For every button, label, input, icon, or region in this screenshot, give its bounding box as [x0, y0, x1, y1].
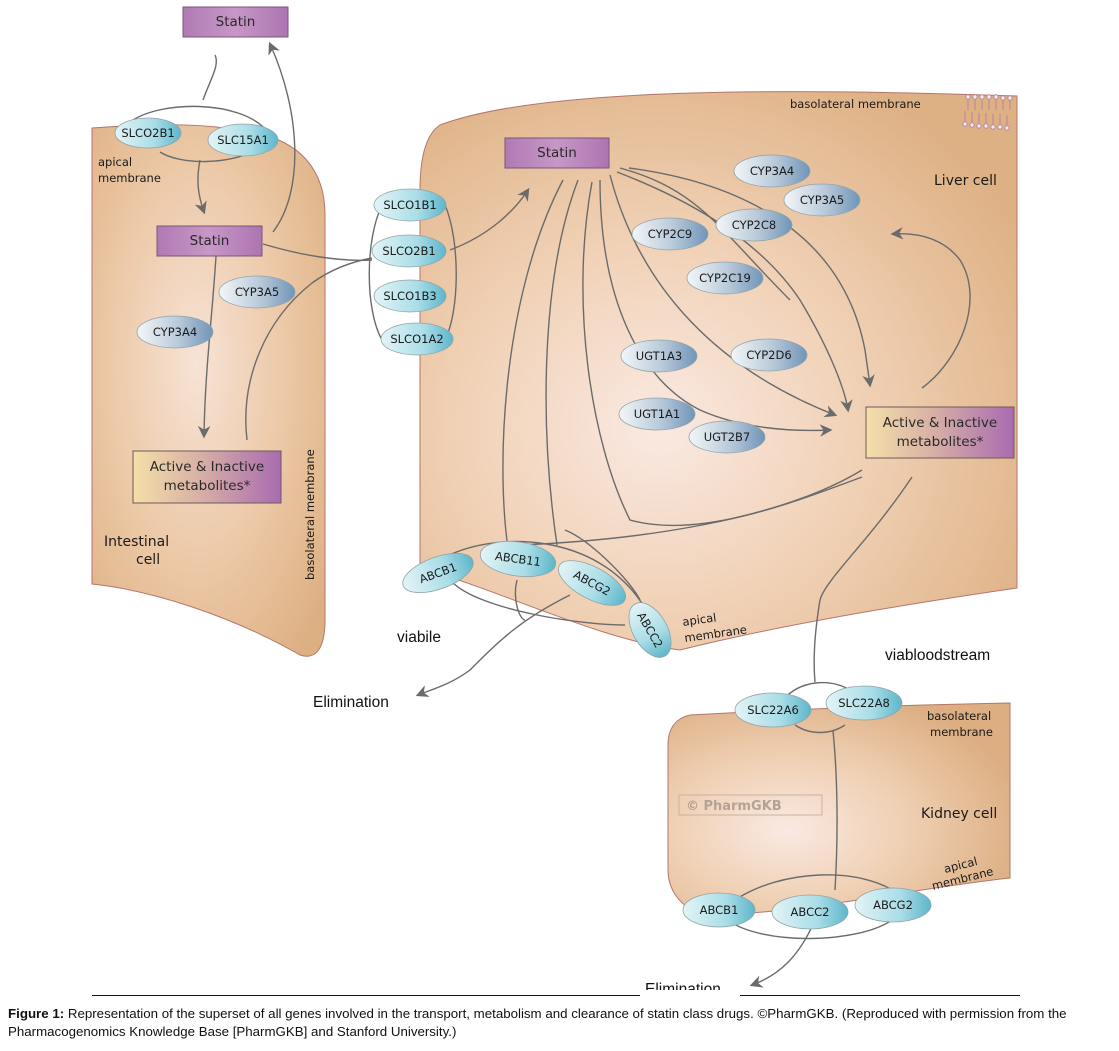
- metabolites-intestine-line2: metabolites*: [164, 478, 251, 494]
- statin-pathway-diagram: Statin Statin Statin Active & Inactive m…: [91, 6, 1018, 990]
- gene-label: SLC22A6: [747, 703, 799, 717]
- gene-label: CYP3A5: [800, 193, 844, 207]
- statin-box-top-label: Statin: [216, 14, 256, 30]
- gene-oval: SLCO1B3: [373, 279, 447, 313]
- gene-oval: SLCO2B1: [114, 117, 182, 149]
- statin-box-intestine: Statin: [156, 225, 263, 257]
- kidney-basolateral-label-1: basolateral: [927, 709, 991, 723]
- gene-oval: UGT1A1: [618, 397, 696, 431]
- gene-oval: CYP3A5: [218, 275, 296, 309]
- metabolites-box-intestine: Active & Inactive metabolites*: [132, 450, 282, 504]
- gene-oval: ABCG2: [558, 560, 626, 606]
- elimination-kidney-label: Elimination: [645, 981, 721, 990]
- gene-oval: UGT1A3: [620, 339, 698, 373]
- gene-oval: CYP2C8: [715, 208, 793, 242]
- gene-label: CYP2C19: [699, 271, 751, 285]
- gene-oval: SLC22A8: [825, 685, 903, 721]
- gene-label: CYP2C8: [732, 218, 776, 232]
- gene-oval: CYP3A4: [136, 315, 214, 349]
- gene-oval: SLC15A1: [207, 123, 279, 157]
- lipid-bilayer-icon: [962, 94, 1013, 131]
- statin-box-intestine-label: Statin: [190, 233, 230, 249]
- gene-label: SLCO1A2: [390, 332, 443, 346]
- gene-oval: ABCC2: [628, 602, 672, 658]
- gene-oval: SLCO2B1: [371, 234, 447, 268]
- gene-oval: SLC22A6: [734, 692, 812, 728]
- metabolites-liver-line2: metabolites*: [897, 434, 984, 450]
- caption-text: Representation of the superset of all ge…: [8, 1006, 1067, 1039]
- gene-oval: ABCB11: [479, 540, 557, 578]
- gene-oval: SLCO1B1: [373, 188, 447, 222]
- gene-label: ABCG2: [873, 898, 913, 912]
- intestinal-cell: [91, 124, 326, 657]
- figure-caption: Figure 1: Representation of the superset…: [8, 1005, 1108, 1041]
- liver-cell-label: Liver cell: [934, 173, 997, 189]
- watermark-text: © PharmGKB: [686, 799, 782, 814]
- metabolites-liver-line1: Active & Inactive: [883, 415, 997, 431]
- intestine-apical-label-1: apical: [98, 155, 132, 169]
- gene-oval: CYP2D6: [730, 338, 808, 372]
- gene-label: SLC22A8: [838, 696, 890, 710]
- gene-label: UGT2B7: [704, 430, 750, 444]
- liver-basolateral-label: basolateral membrane: [790, 97, 921, 111]
- gene-oval: SLCO1A2: [380, 322, 454, 356]
- via-bloodstream-label: viabloodstream: [885, 647, 990, 664]
- caption-rule-right: [740, 995, 1020, 996]
- gene-oval: ABCB1: [402, 552, 474, 594]
- caption-label: Figure 1:: [8, 1006, 65, 1021]
- gene-label: SLCO1B3: [383, 289, 436, 303]
- intestine-basolateral-label: basolateral membrane: [303, 449, 317, 580]
- liver-apical-label-1: apical: [681, 610, 717, 629]
- gene-label: CYP2D6: [746, 348, 791, 362]
- statin-box-liver-label: Statin: [537, 145, 577, 161]
- gene-label: SLC15A1: [217, 133, 269, 147]
- kidney-cell-label: Kidney cell: [921, 806, 997, 822]
- metabolites-intestine-line1: Active & Inactive: [150, 459, 264, 475]
- gene-label: UGT1A1: [634, 407, 680, 421]
- gene-label: SLCO2B1: [121, 126, 174, 140]
- gene-label: CYP3A4: [750, 164, 794, 178]
- via-bile-label: viabile: [397, 629, 441, 646]
- statin-box-liver: Statin: [504, 137, 610, 169]
- intestine-apical-label-2: membrane: [98, 171, 161, 185]
- intestine-cell-label-1: Intestinal: [104, 534, 169, 550]
- gene-oval: ABCG2: [854, 887, 932, 923]
- gene-label: UGT1A3: [636, 349, 682, 363]
- gene-oval: CYP3A4: [733, 154, 811, 188]
- connectors: [129, 41, 971, 988]
- metabolites-box-liver: Active & Inactive metabolites*: [865, 406, 1015, 459]
- gene-label: ABCB11: [494, 549, 542, 569]
- gene-label: ABCC2: [791, 905, 830, 919]
- kidney-basolateral-label-2: membrane: [930, 725, 993, 739]
- gene-oval: CYP3A5: [783, 183, 861, 217]
- intestine-cell-label-2: cell: [136, 552, 160, 568]
- statin-box-top: Statin: [182, 6, 289, 38]
- pharmgkb-watermark: © PharmGKB: [678, 794, 823, 816]
- gene-label: SLCO2B1: [382, 244, 435, 258]
- caption-rule-left: [92, 995, 640, 996]
- gene-label: ABCB1: [700, 903, 739, 917]
- gene-label: CYP2C9: [648, 227, 692, 241]
- gene-oval: CYP2C9: [631, 217, 709, 251]
- gene-label: CYP3A4: [153, 325, 197, 339]
- gene-oval: CYP2C19: [686, 261, 764, 295]
- gene-oval: ABCB1: [682, 892, 756, 928]
- gene-oval: ABCC2: [771, 894, 849, 930]
- gene-label: CYP3A5: [235, 285, 279, 299]
- gene-oval: UGT2B7: [688, 420, 766, 454]
- elimination-bile-label: Elimination: [313, 694, 389, 711]
- gene-label: SLCO1B1: [383, 198, 436, 212]
